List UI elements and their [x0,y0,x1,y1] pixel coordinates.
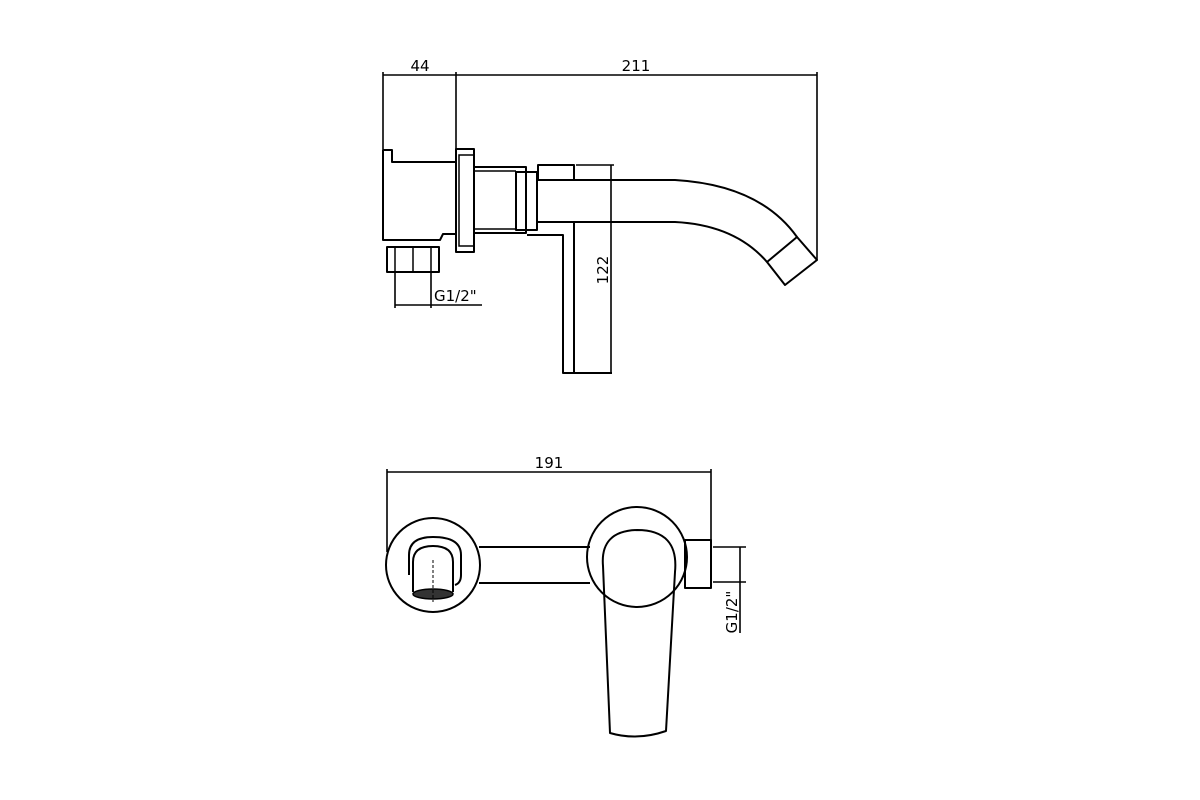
side-view: 44 211 G1/2" [382,57,818,374]
inlet-connector [386,246,440,273]
dim-211-label: 211 [622,57,651,75]
aerator-icon [412,588,454,600]
dim-122-label: 122 [594,256,612,285]
dimension-191: 191 [386,454,712,552]
dimension-inlet-thread: G1/2" [394,272,482,308]
dimension-211: 211 [456,57,818,260]
dim-44-label: 44 [410,57,429,75]
spout [537,179,798,263]
mixer-rosette [586,506,688,608]
valve-body [382,149,456,241]
dim-inlet-thread-label: G1/2" [434,287,477,305]
aerator-tip [766,236,818,286]
outlet-stub [684,539,712,589]
front-view: 191 G1/2" [385,454,746,738]
dimension-122: 122 [594,165,612,374]
spout-collar [537,164,575,181]
connecting-body [479,546,590,584]
dimension-outlet-thread: G1/2" [713,546,746,634]
wall-flange [455,148,475,253]
spout-rosette [385,517,481,613]
dim-outlet-thread-label: G1/2" [723,591,741,634]
lever-handle-side [527,222,612,374]
dimension-44: 44 [382,57,457,150]
dim-191-label: 191 [535,454,564,472]
lever-handle-front [601,529,677,738]
connector-sleeve [473,166,538,234]
